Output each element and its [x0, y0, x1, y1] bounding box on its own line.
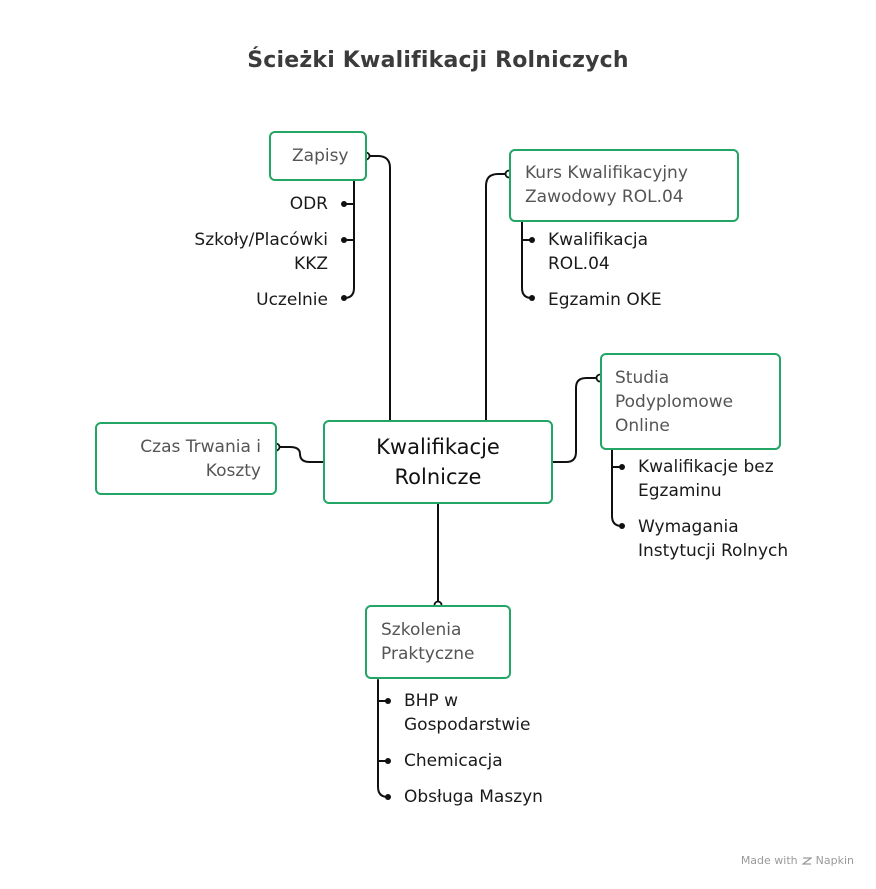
leaf-dot [385, 698, 391, 704]
branch-czas: Czas Trwania i Koszty [95, 422, 277, 495]
leaf-bez-egzaminu-2: Egzaminu [638, 481, 722, 501]
branch-szkolenia-label-line1: Szkolenia [381, 620, 462, 640]
center-label-line1: Kwalifikacje [376, 435, 500, 459]
branch-zapisy: Zapisy [269, 131, 367, 181]
branch-kurs: Kurs Kwalifikacyjny Zawodowy ROL.04 [509, 149, 739, 222]
connector-studia [552, 377, 601, 463]
ticks-szkolenia [377, 700, 389, 762]
leaf-dot [529, 237, 535, 243]
leaf-bez-egzaminu-1: Kwalifikacje bez [638, 457, 774, 477]
leaf-dot [385, 758, 391, 764]
center-label-line2: Rolnicze [394, 465, 482, 489]
spine-studia [611, 449, 623, 527]
branch-czas-label-line1: Czas Trwania i [140, 437, 261, 457]
leaf-bhp-2: Gospodarstwie [404, 715, 531, 735]
leaf-egzamin-oke: Egzamin OKE [548, 290, 662, 310]
branding-text: Made with [740, 854, 798, 867]
branch-zapisy-label: Zapisy [292, 146, 349, 166]
branch-studia-label-line1: Studia [615, 368, 670, 388]
leaf-odr: ODR [289, 194, 328, 214]
branch-studia-label-line2: Podyplomowe [615, 392, 734, 412]
leaf-wymagania-2: Instytucji Rolnych [638, 541, 789, 561]
leaf-dot [341, 201, 347, 207]
leaf-dot [619, 523, 625, 529]
connector-kurs [485, 173, 510, 421]
branch-czas-label-line2: Koszty [205, 461, 261, 481]
branch-studia-label-line3: Online [615, 416, 670, 436]
branding-brand: Napkin [815, 854, 854, 867]
leaf-szkoly: Szkoły/Placówki [194, 230, 328, 250]
ticks-zapisy [343, 203, 355, 241]
branch-szkolenia-label-line2: Praktyczne [381, 644, 475, 664]
connector-zapisy [365, 155, 391, 421]
leaf-kkz: KKZ [294, 254, 328, 274]
napkin-branding: Made with Napkin [741, 854, 854, 867]
branch-kurs-label-line1: Kurs Kwalifikacyjny [525, 163, 688, 183]
leaf-bhp-1: BHP w [404, 691, 459, 711]
leaf-dot [619, 464, 625, 470]
leaf-chemicacja: Chemicacja [404, 751, 503, 771]
center-node: Kwalifikacje Rolnicze [323, 420, 553, 504]
spine-szkolenia [377, 679, 389, 798]
leaf-dot [341, 295, 347, 301]
napkin-logo-icon [801, 856, 812, 865]
spine-kurs [521, 221, 533, 299]
branch-kurs-label-line2: Zawodowy ROL.04 [525, 187, 684, 207]
leaf-dot [341, 237, 347, 243]
leaf-kwalifikacja: Kwalifikacja [548, 230, 649, 250]
leaf-rol04: ROL.04 [548, 254, 610, 274]
leaf-dot [385, 794, 391, 800]
leaf-obsluga-maszyn: Obsługa Maszyn [404, 787, 543, 807]
branch-studia: Studia Podyplomowe Online [600, 353, 781, 450]
branch-szkolenia: Szkolenia Praktyczne [365, 605, 511, 679]
diagram-title: Ścieżki Kwalifikacji Rolniczych [247, 48, 629, 73]
leaf-uczelnie: Uczelnie [256, 290, 328, 310]
leaf-dot [529, 295, 535, 301]
leaf-wymagania-1: Wymagania [638, 517, 739, 537]
connector-czas [275, 446, 324, 463]
